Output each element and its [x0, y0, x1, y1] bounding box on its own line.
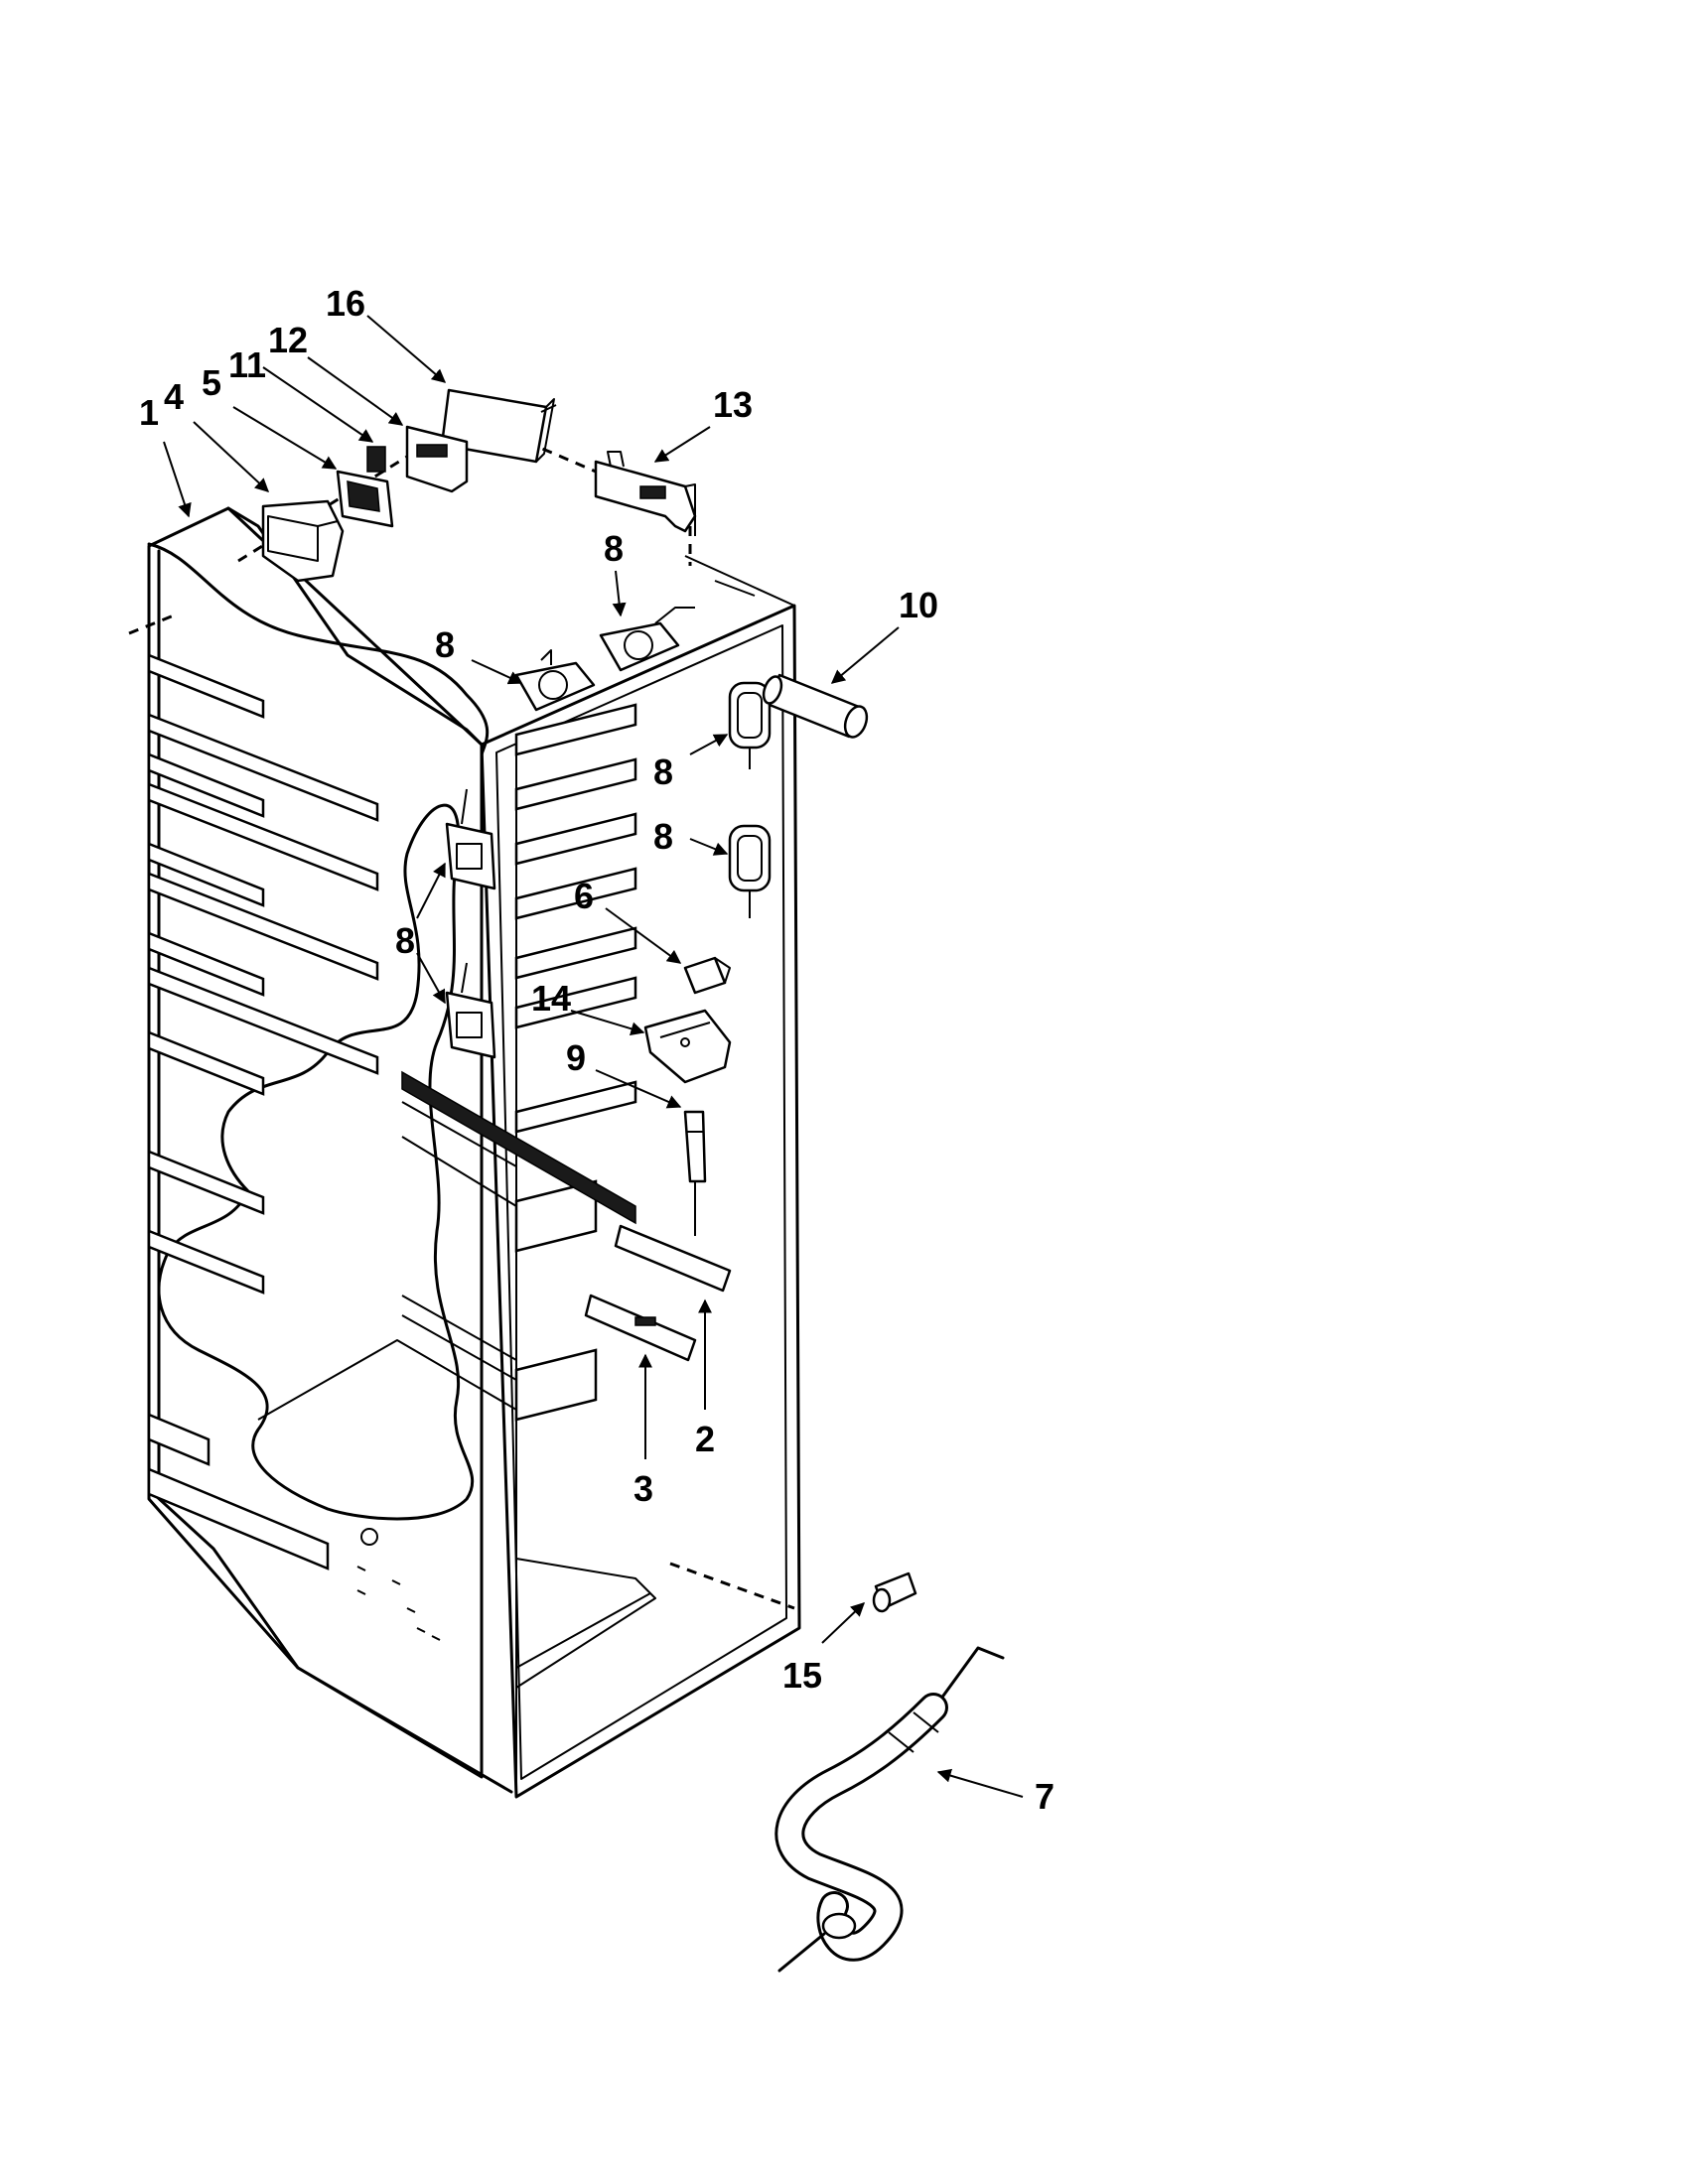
leader-lines	[163, 315, 1024, 1798]
callout-3: 3	[633, 1468, 653, 1509]
part-2-label-strip	[614, 1224, 732, 1293]
part-9-sensor	[683, 1110, 707, 1236]
callout-8-top-right: 8	[604, 528, 624, 569]
liner-cabinet	[147, 506, 801, 1799]
callout-4: 4	[164, 376, 184, 417]
callout-11: 11	[228, 344, 266, 385]
part-8-back-light-upper	[445, 788, 496, 890]
callout-2: 2	[695, 1419, 715, 1459]
callout-8-oval-upper: 8	[653, 751, 673, 792]
callout-6: 6	[574, 876, 594, 916]
part-8-light-housing-top-left	[514, 649, 596, 712]
callout-8-oval-lower: 8	[653, 816, 673, 857]
callout-5: 5	[202, 362, 221, 403]
part-7-tube	[774, 1646, 1005, 1973]
part-8-oval-light-lower	[728, 824, 772, 918]
callout-15: 15	[782, 1655, 822, 1696]
callout-9: 9	[566, 1037, 586, 1078]
callout-1: 1	[139, 392, 159, 433]
part-8-oval-light-upper	[728, 681, 772, 769]
part-10-cylinder	[762, 673, 869, 739]
part-8-light-housing-top-right	[599, 607, 695, 672]
part-3-label-strip	[584, 1294, 697, 1362]
callout-8-top-left: 8	[435, 624, 455, 665]
part-11-filter	[366, 446, 386, 473]
right-shelf-rails	[514, 703, 637, 1422]
callout-8-back: 8	[395, 920, 415, 961]
part-14-module	[643, 1009, 732, 1084]
callout-16: 16	[326, 283, 365, 324]
part-4-housing	[261, 499, 345, 583]
callout-7: 7	[1035, 1776, 1055, 1817]
part-13-bracket	[594, 451, 697, 536]
part-8-back-light-lower	[445, 962, 496, 1059]
left-shelf-rails	[147, 653, 379, 1570]
callout-14: 14	[531, 978, 571, 1019]
part-6-switch	[683, 956, 731, 995]
part-15-fitting	[872, 1571, 917, 1613]
callout-12: 12	[268, 320, 308, 360]
callout-10: 10	[899, 585, 938, 625]
callout-labels: 16 12 11 5 4 1 13 8 8 10 8 8 6 8 14 9 2 …	[139, 283, 1055, 1817]
part-5-grille	[336, 470, 394, 528]
callout-13: 13	[713, 384, 753, 425]
part-12-housing	[405, 425, 469, 493]
